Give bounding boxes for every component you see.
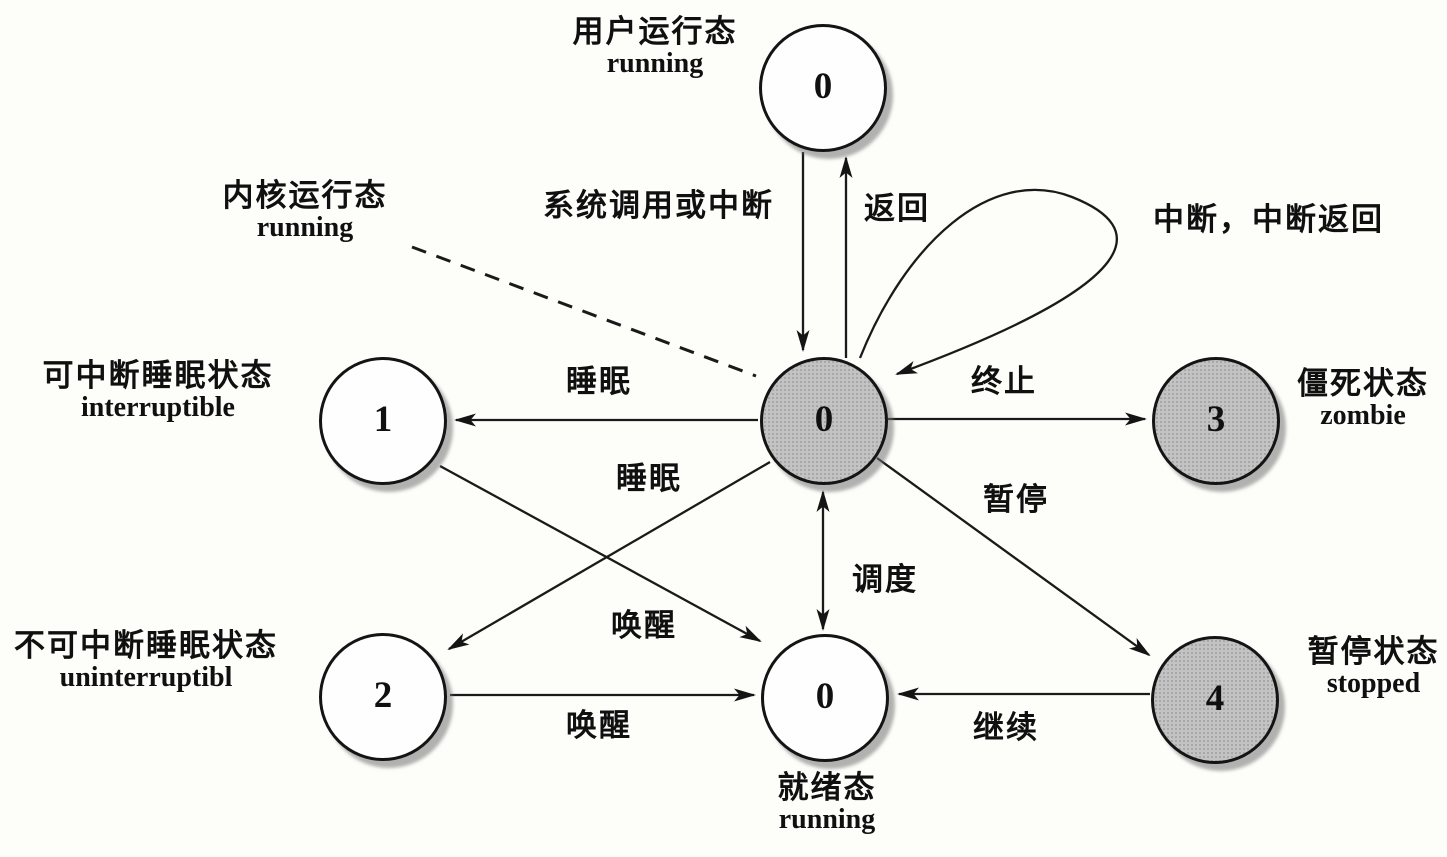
node-number: 0: [813, 65, 833, 107]
state-name-en: stopped: [1326, 667, 1421, 699]
state-name-en: interruptible: [81, 391, 235, 423]
node-number: 0: [814, 398, 834, 440]
node-kernel-running: 0: [760, 357, 888, 485]
state-name-cn: 暂停状态: [1307, 634, 1440, 669]
node-stopped: 4: [1151, 636, 1279, 764]
label-zombie: 僵死状态 zombie: [1280, 366, 1446, 431]
state-name-en: running: [256, 211, 354, 243]
edge-label-syscall: 系统调用或中断: [543, 188, 774, 223]
node-interruptible: 1: [319, 357, 447, 485]
label-stopped: 暂停状态 stopped: [1296, 634, 1447, 699]
edge-sleep-uninterruptible-arrow: [447, 461, 771, 651]
node-ready: 0: [761, 634, 889, 762]
label-kernel-running: 内核运行态 running: [190, 178, 420, 243]
node-user-running: 0: [759, 24, 887, 152]
node-number: 3: [1206, 398, 1226, 440]
state-name-cn: 内核运行态: [222, 178, 388, 213]
state-name-en: running: [778, 803, 876, 835]
node-zombie: 3: [1152, 357, 1280, 485]
state-name-cn: 就绪态: [777, 770, 877, 805]
edge-label-sleep-uninterruptible: 睡眠: [616, 461, 682, 496]
node-number: 0: [815, 675, 835, 717]
edge-pause-arrow: [876, 457, 1151, 657]
edge-label-pause: 暂停: [983, 482, 1049, 517]
state-name-en: zombie: [1320, 399, 1406, 431]
edge-label-sleep-interruptible: 睡眠: [566, 364, 632, 399]
edge-label-return: 返回: [864, 191, 930, 226]
label-uninterruptible: 不可中断睡眠状态 uninterruptibl: [0, 628, 292, 693]
edge-self-loop-arrow: [858, 188, 1118, 376]
state-name-cn: 不可中断睡眠状态: [14, 628, 278, 663]
label-ready: 就绪态 running: [752, 770, 902, 835]
node-uninterruptible: 2: [319, 633, 447, 761]
edge-wake-interruptible-arrow: [439, 464, 762, 643]
node-number: 2: [373, 674, 393, 716]
node-number: 1: [373, 398, 393, 440]
state-name-cn: 可中断睡眠状态: [42, 358, 274, 393]
edge-label-continue: 继续: [973, 710, 1039, 745]
edge-label-self-loop: 中断，中断返回: [1153, 202, 1384, 237]
edge-label-wake-interruptible: 唤醒: [611, 608, 677, 643]
label-user-running: 用户运行态 running: [540, 14, 770, 79]
state-name-en: uninterruptibl: [59, 661, 233, 693]
state-name-en: running: [606, 47, 704, 79]
edge-label-wake-uninterruptible: 唤醒: [566, 708, 632, 743]
edge-label-schedule: 调度: [852, 562, 918, 597]
edge-label-terminate: 终止: [971, 364, 1037, 399]
state-name-cn: 用户运行态: [572, 14, 738, 49]
label-interruptible: 可中断睡眠状态 interruptible: [22, 358, 294, 423]
kernel-running-pointer-dashed-line: [411, 245, 757, 378]
state-name-cn: 僵死状态: [1297, 366, 1429, 401]
node-number: 4: [1205, 677, 1225, 719]
